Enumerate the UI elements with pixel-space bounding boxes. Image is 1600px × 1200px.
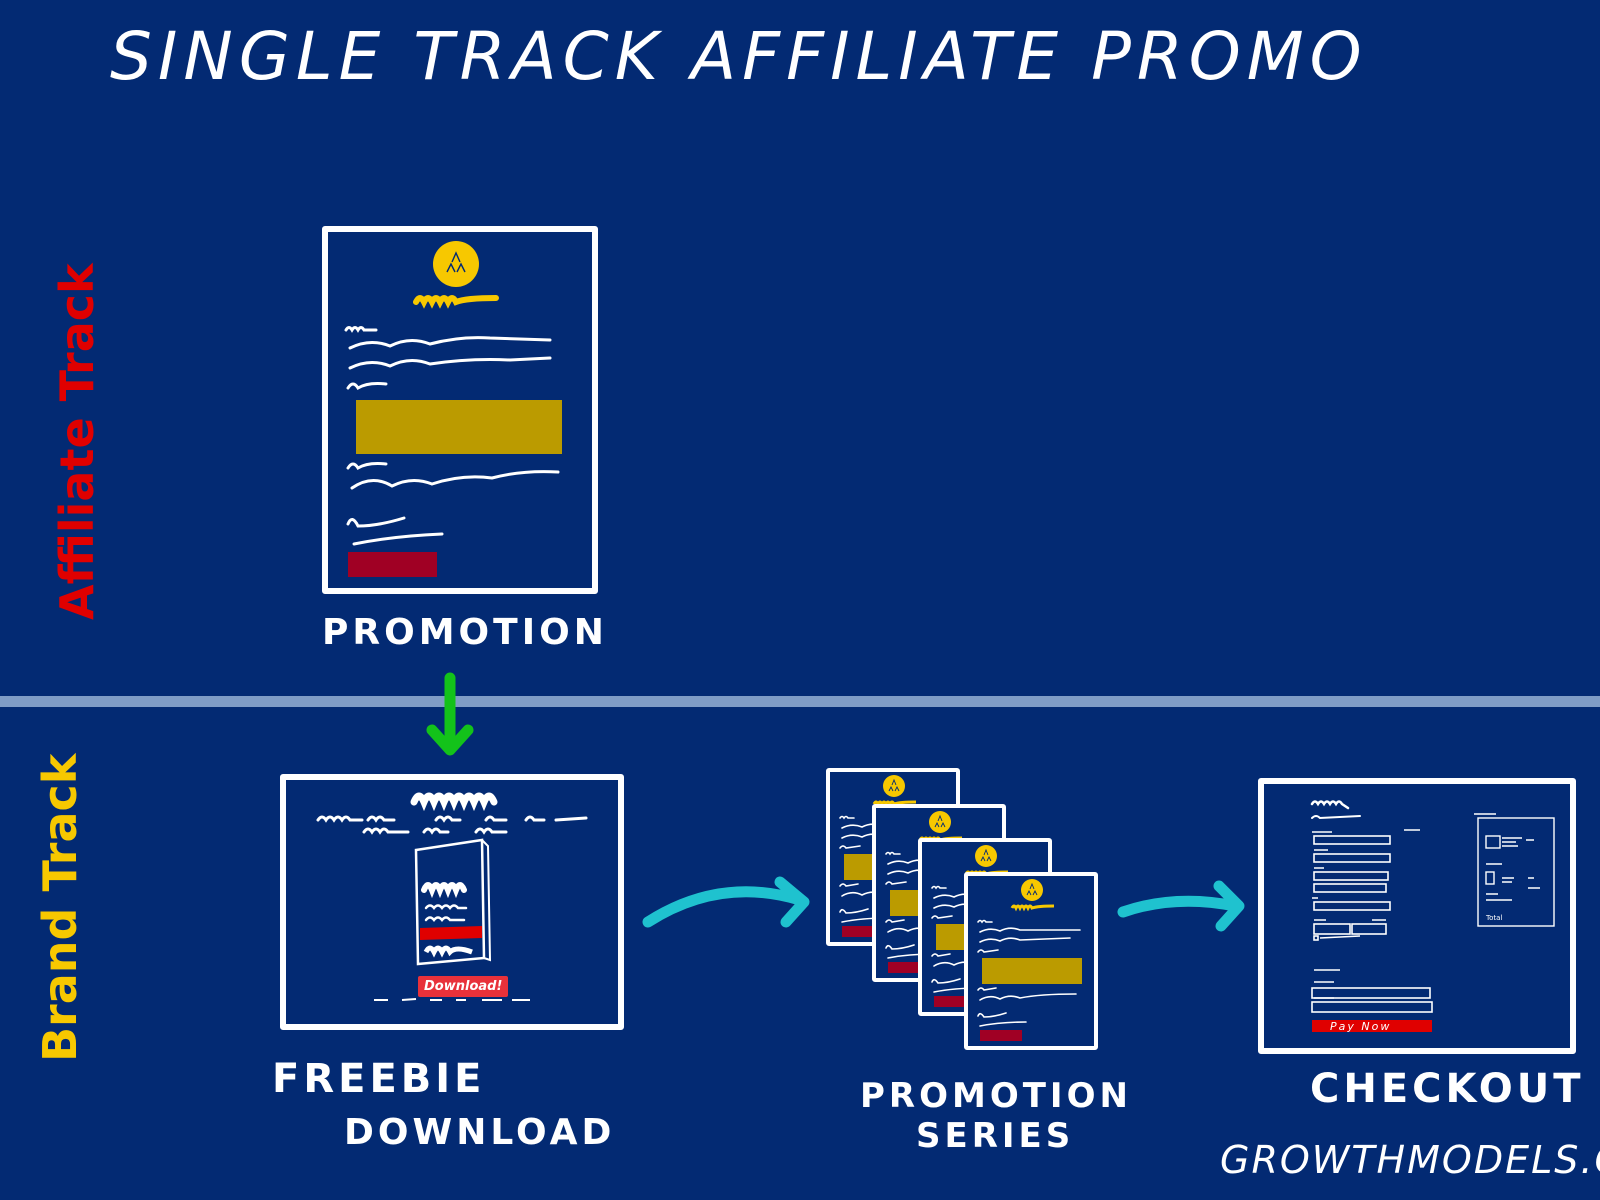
series-caption-line2: Series	[916, 1116, 1075, 1156]
logo-icon	[975, 845, 997, 867]
diagram-title: Single Track Affiliate Promo	[110, 18, 1368, 95]
series-caption-line1: Promotion	[860, 1076, 1132, 1116]
text-scribble	[346, 462, 388, 471]
freebie-caption-line1: Freebie	[272, 1056, 486, 1102]
promotion-page-sketch	[344, 241, 562, 577]
series-page-mockup	[964, 872, 1098, 1050]
track-divider	[0, 696, 1600, 707]
logo-icon	[1021, 879, 1043, 901]
logo-icon	[883, 775, 905, 797]
footer-credit: Growthmodels.co	[1220, 1138, 1600, 1182]
freebie-page-sketch	[316, 792, 588, 1001]
cta-block	[348, 552, 437, 577]
freebie-page-mockup: Download!	[280, 774, 624, 1030]
flow-arrow-icon	[642, 876, 810, 928]
order-total-label: Total	[1486, 914, 1503, 922]
banner-block	[356, 400, 562, 454]
pay-now-button-mockup: Pay Now	[1312, 1020, 1432, 1033]
down-arrow-icon	[426, 672, 474, 756]
ebook-icon	[414, 838, 492, 966]
checkout-caption: Checkout	[1310, 1066, 1585, 1112]
affiliate-track-label: Affiliate Track	[50, 263, 104, 620]
download-button-mockup: Download!	[418, 976, 509, 997]
checkout-page-sketch	[1310, 800, 1555, 1032]
promotion-page-mockup	[322, 226, 598, 594]
headline-scribble	[413, 295, 499, 309]
freebie-caption-line2: Download	[344, 1112, 616, 1153]
promotion-caption: Promotion	[322, 612, 608, 653]
checkout-page-mockup: Pay Now Total	[1258, 778, 1576, 1054]
flow-arrow-icon	[1117, 880, 1245, 932]
logo-icon	[433, 241, 479, 287]
brand-track-label: Brand Track	[33, 753, 87, 1062]
order-summary-panel	[1474, 813, 1555, 927]
logo-glyph	[446, 251, 466, 273]
logo-icon	[929, 811, 951, 833]
